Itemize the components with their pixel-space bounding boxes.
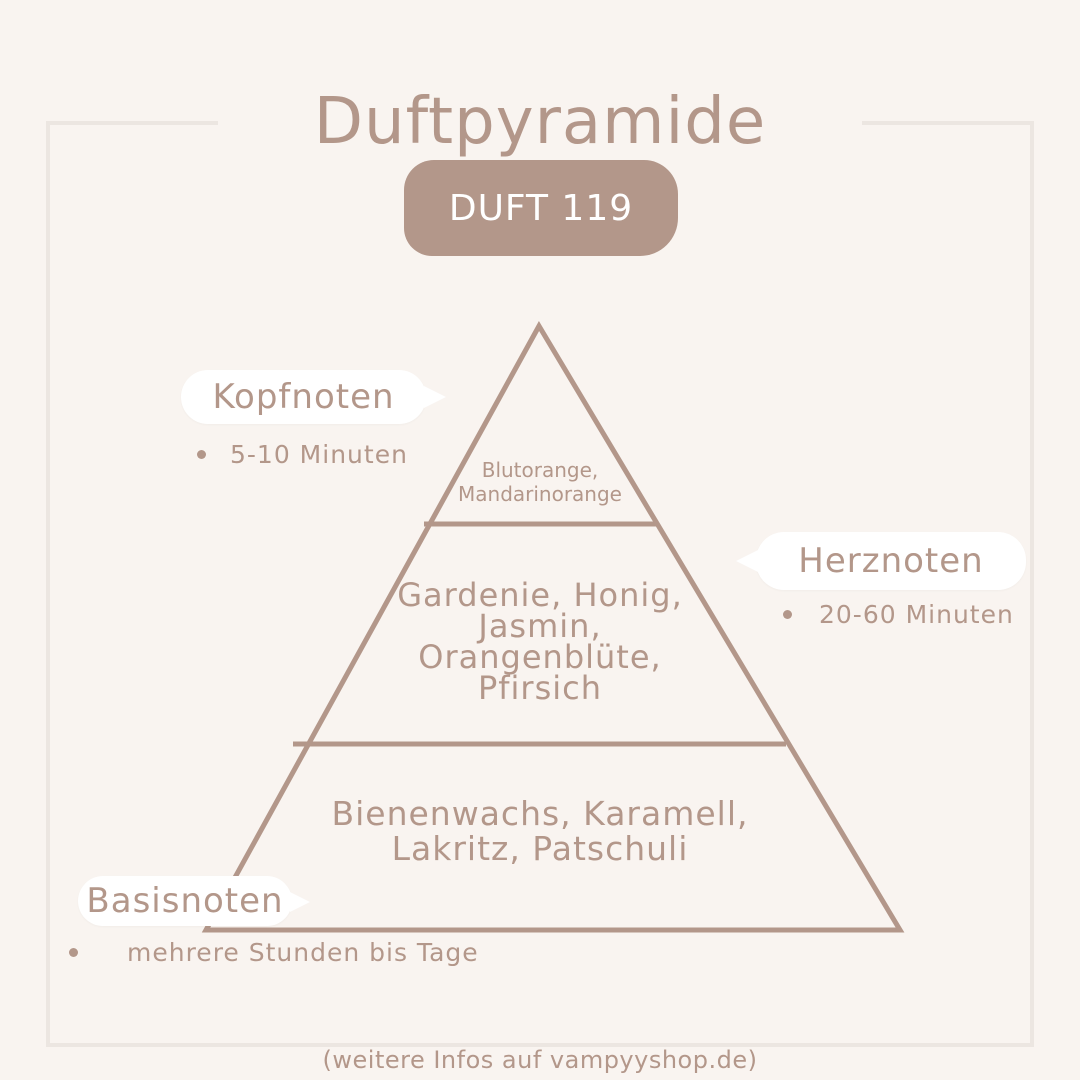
- middle-line-3: Orangenblüte,: [418, 638, 662, 676]
- herznoten-duration: 20-60 Minuten: [783, 600, 1014, 629]
- top-line-1: Blutorange,: [481, 458, 599, 482]
- basisnoten-duration-text: mehrere Stunden bis Tage: [127, 938, 479, 967]
- herznoten-duration-text: 20-60 Minuten: [819, 600, 1014, 629]
- middle-line-1: Gardenie, Honig,: [397, 576, 683, 614]
- frame-bottom: [46, 1043, 1034, 1047]
- frame-top-right: [862, 121, 1034, 125]
- middle-line-2: Jasmin,: [478, 607, 602, 645]
- page-title: Duftpyramide: [313, 85, 767, 159]
- kopfnoten-bubble: Kopfnoten: [181, 370, 426, 424]
- herznoten-label: Herznoten: [798, 541, 984, 581]
- bottom-line-1: Bienenwachs, Karamell,: [331, 794, 749, 833]
- top-line-2: Mandarinorange: [458, 482, 622, 506]
- pyramid-bottom-notes: Bienenwachs, Karamell, Lakritz, Patschul…: [290, 796, 790, 866]
- herznoten-bubble-tail: [736, 550, 758, 572]
- kopfnoten-duration: 5-10 Minuten: [197, 440, 408, 469]
- bullet-dot: [197, 450, 206, 459]
- middle-line-4: Pfirsich: [477, 669, 603, 707]
- basisnoten-bubble-tail: [290, 892, 310, 912]
- frame-left: [46, 121, 50, 1047]
- kopfnoten-label: Kopfnoten: [212, 377, 395, 417]
- pyramid-outline: [201, 320, 905, 933]
- herznoten-bubble: Herznoten: [756, 532, 1026, 590]
- bottom-line-2: Lakritz, Patschuli: [391, 829, 689, 868]
- kopfnoten-duration-text: 5-10 Minuten: [230, 440, 408, 469]
- bullet-dot: [783, 610, 792, 619]
- footer-note: (weitere Infos auf vampyyshop.de): [322, 1046, 758, 1074]
- basisnoten-label: Basisnoten: [86, 881, 284, 921]
- frame-right: [1030, 121, 1034, 1047]
- basisnoten-duration: mehrere Stunden bis Tage: [69, 938, 479, 967]
- kopfnoten-bubble-tail: [424, 386, 446, 408]
- frame-top-left: [46, 121, 218, 125]
- bullet-dot: [69, 948, 78, 957]
- pyramid-middle-notes: Gardenie, Honig, Jasmin, Orangenblüte, P…: [360, 576, 720, 707]
- pyramid-top-notes: Blutorange, Mandarinorange: [420, 458, 660, 506]
- basisnoten-bubble: Basisnoten: [78, 876, 292, 926]
- fragrance-badge: DUFT 119: [404, 160, 678, 256]
- badge-label: DUFT 119: [448, 187, 634, 229]
